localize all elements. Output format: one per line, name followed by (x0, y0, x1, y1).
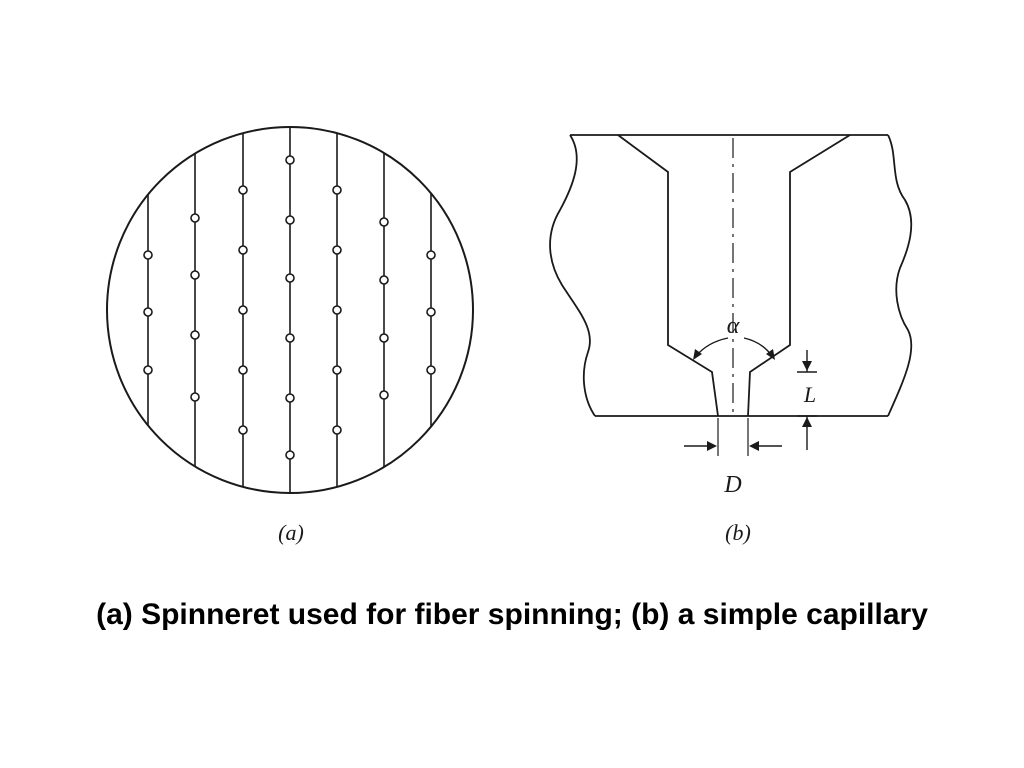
spinneret-hole (285, 155, 295, 165)
length-label: L (803, 382, 816, 407)
spinneret-hole (379, 217, 389, 227)
spinneret-hole (190, 213, 200, 223)
capillary-right-break-line (887, 134, 913, 417)
spinneret-hole (285, 333, 295, 343)
spinneret-hole (143, 250, 153, 260)
panel-a-label: (a) (278, 520, 304, 545)
panel-b-label: (b) (725, 520, 751, 545)
spinneret-hole (379, 275, 389, 285)
angle-arrowhead-right (766, 349, 775, 360)
spinneret-hole (285, 273, 295, 283)
spinneret-hole (379, 390, 389, 400)
angle-arrowhead-left (693, 349, 702, 360)
spinneret-hole (238, 425, 248, 435)
spinneret-hole (190, 270, 200, 280)
capillary-left-break-line (549, 134, 596, 417)
spinneret-hole (190, 330, 200, 340)
spinneret-hole (285, 393, 295, 403)
spinneret-hole (379, 333, 389, 343)
spinneret-hole (332, 305, 342, 315)
spinneret-hole (238, 365, 248, 375)
spinneret-hole (332, 425, 342, 435)
spinneret-hole (426, 250, 436, 260)
dimension-arrowheads (693, 349, 812, 451)
diameter-arrowhead-right (749, 441, 759, 451)
spinneret-hole (285, 215, 295, 225)
spinneret-hole (238, 305, 248, 315)
spinneret-holes (143, 155, 436, 460)
capillary-right-wall (747, 134, 851, 417)
diameter-label: D (723, 472, 741, 498)
capillary-left-wall (617, 134, 719, 417)
spinneret-hole (285, 450, 295, 460)
spinneret-hole (332, 245, 342, 255)
spinneret-hole (332, 185, 342, 195)
diameter-arrowhead-left (707, 441, 717, 451)
spinneret-hole (143, 365, 153, 375)
spinneret-hole (426, 307, 436, 317)
spinneret-hole (332, 365, 342, 375)
capillary-diagram (549, 134, 913, 456)
spinneret-hole (238, 245, 248, 255)
spinneret-hole (190, 392, 200, 402)
figure-caption: (a) Spinneret used for fiber spinning; (… (96, 598, 928, 631)
spinneret-hole (238, 185, 248, 195)
length-arrowhead-down (802, 361, 812, 371)
spinneret-hole (426, 365, 436, 375)
spinneret-hole (143, 307, 153, 317)
angle-label: α (727, 313, 740, 339)
length-arrowhead-up (802, 417, 812, 427)
spinneret-diagram (106, 126, 474, 494)
